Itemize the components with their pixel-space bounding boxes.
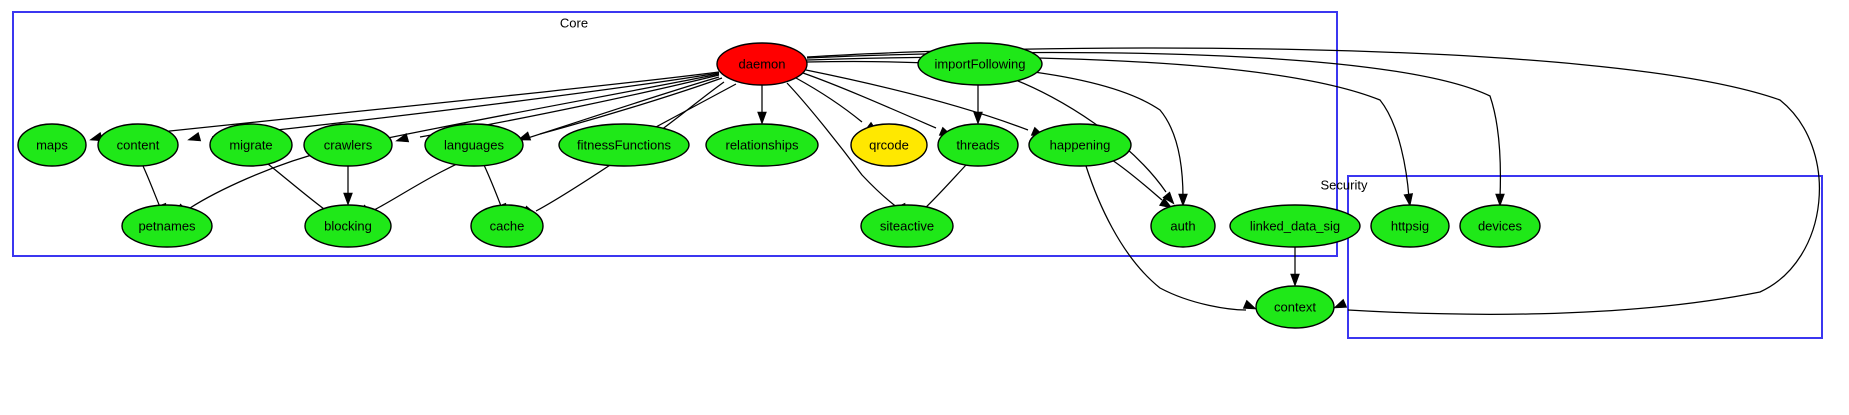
edge-arrowhead [343, 192, 353, 206]
node-shape-qrcode[interactable] [850, 123, 928, 167]
node-shape-content[interactable] [97, 123, 179, 167]
node-shape-context[interactable] [1255, 285, 1335, 329]
node-content[interactable]: content [97, 123, 179, 167]
node-shape-siteactive[interactable] [860, 204, 954, 248]
edge-arrowhead [973, 111, 983, 125]
edge-arrowhead [1403, 193, 1414, 207]
edge-line [806, 60, 1184, 199]
node-shape-auth[interactable] [1150, 204, 1216, 248]
edge-line [112, 71, 720, 138]
edge-arrowhead [1242, 299, 1257, 310]
edge-line [653, 83, 737, 129]
edge-importFollowing-to-auth [1012, 78, 1175, 205]
edge-line [806, 47, 1820, 315]
cluster-core: Core [12, 11, 1338, 257]
edge-linked_data_sig-to-context [1290, 247, 1300, 287]
edge-arrowhead [757, 111, 767, 125]
edge-line [786, 82, 899, 209]
node-threads[interactable]: threads [937, 123, 1019, 167]
edge-daemon-to-context [806, 47, 1820, 315]
node-auth[interactable]: auth [1150, 204, 1216, 248]
node-context[interactable]: context [1255, 285, 1335, 329]
node-shape-cache[interactable] [470, 204, 544, 248]
edge-line [1085, 165, 1247, 311]
node-shape-httpsig[interactable] [1370, 204, 1450, 248]
node-shape-fitnessFunctions[interactable] [558, 123, 690, 167]
edge-happening-to-context [1085, 165, 1257, 311]
node-linked_data_sig[interactable]: linked_data_sig [1229, 204, 1361, 248]
edge-line [1012, 78, 1167, 193]
edge-line [539, 77, 723, 135]
edge-line [267, 163, 329, 213]
node-shape-linked_data_sig[interactable] [1229, 204, 1361, 248]
node-qrcode[interactable]: qrcode [850, 123, 928, 167]
edge-arrowhead [1178, 193, 1188, 207]
edge-arrowhead [1495, 193, 1505, 207]
edge-line [211, 72, 720, 138]
node-blocking[interactable]: blocking [304, 204, 392, 248]
node-cache[interactable]: cache [470, 204, 544, 248]
node-importFollowing[interactable]: importFollowing [917, 42, 1043, 86]
node-devices[interactable]: devices [1459, 204, 1541, 248]
edge-line [1111, 159, 1163, 201]
node-happening[interactable]: happening [1028, 123, 1132, 167]
edge-line [805, 69, 1029, 131]
edge-line [802, 72, 937, 129]
cluster-label-core: Core [560, 15, 588, 30]
edge-daemon-to-relationships [757, 85, 767, 125]
edge-arrowhead [395, 132, 410, 143]
node-relationships[interactable]: relationships [705, 123, 819, 167]
node-shape-relationships[interactable] [705, 123, 819, 167]
edge-arrowhead [1158, 197, 1173, 209]
edge-arrowhead [1333, 298, 1348, 309]
node-shape-languages[interactable] [424, 123, 524, 167]
node-shape-maps[interactable] [17, 123, 87, 167]
edge-line [142, 165, 161, 208]
node-petnames[interactable]: petnames [121, 204, 213, 248]
node-crawlers[interactable]: crawlers [303, 123, 393, 167]
node-maps[interactable]: maps [17, 123, 87, 167]
edge-arrowhead [1162, 191, 1175, 205]
cluster-label-security: Security [1321, 177, 1368, 192]
node-shape-petnames[interactable] [121, 204, 213, 248]
node-daemon[interactable]: daemon [716, 42, 808, 86]
node-shape-importFollowing[interactable] [917, 42, 1043, 86]
edge-arrowhead [1290, 273, 1300, 287]
node-shape-blocking[interactable] [304, 204, 392, 248]
cluster-security: Security [1321, 175, 1823, 339]
node-httpsig[interactable]: httpsig [1370, 204, 1450, 248]
node-languages[interactable]: languages [424, 123, 524, 167]
cluster-border-core [12, 11, 1338, 257]
node-siteactive[interactable]: siteactive [860, 204, 954, 248]
node-shape-migrate[interactable] [209, 123, 293, 167]
edge-line [795, 77, 863, 123]
node-shape-daemon[interactable] [716, 42, 808, 86]
edge-line [483, 164, 502, 207]
edge-importFollowing-to-threads [973, 85, 983, 125]
node-migrate[interactable]: migrate [209, 123, 293, 167]
edge-happening-to-auth [1111, 159, 1173, 209]
node-shape-happening[interactable] [1028, 123, 1132, 167]
node-shape-devices[interactable] [1459, 204, 1541, 248]
edge-daemon-to-auth [806, 60, 1188, 207]
node-fitnessFunctions[interactable]: fitnessFunctions [558, 123, 690, 167]
edges-layer [89, 47, 1820, 315]
node-shape-crawlers[interactable] [303, 123, 393, 167]
edge-crawlers-to-blocking [343, 166, 353, 206]
node-shape-threads[interactable] [937, 123, 1019, 167]
edge-daemon-to-content [187, 72, 720, 142]
edge-line [921, 164, 967, 212]
cluster-border-security [1347, 175, 1823, 339]
edge-arrowhead [187, 131, 202, 142]
